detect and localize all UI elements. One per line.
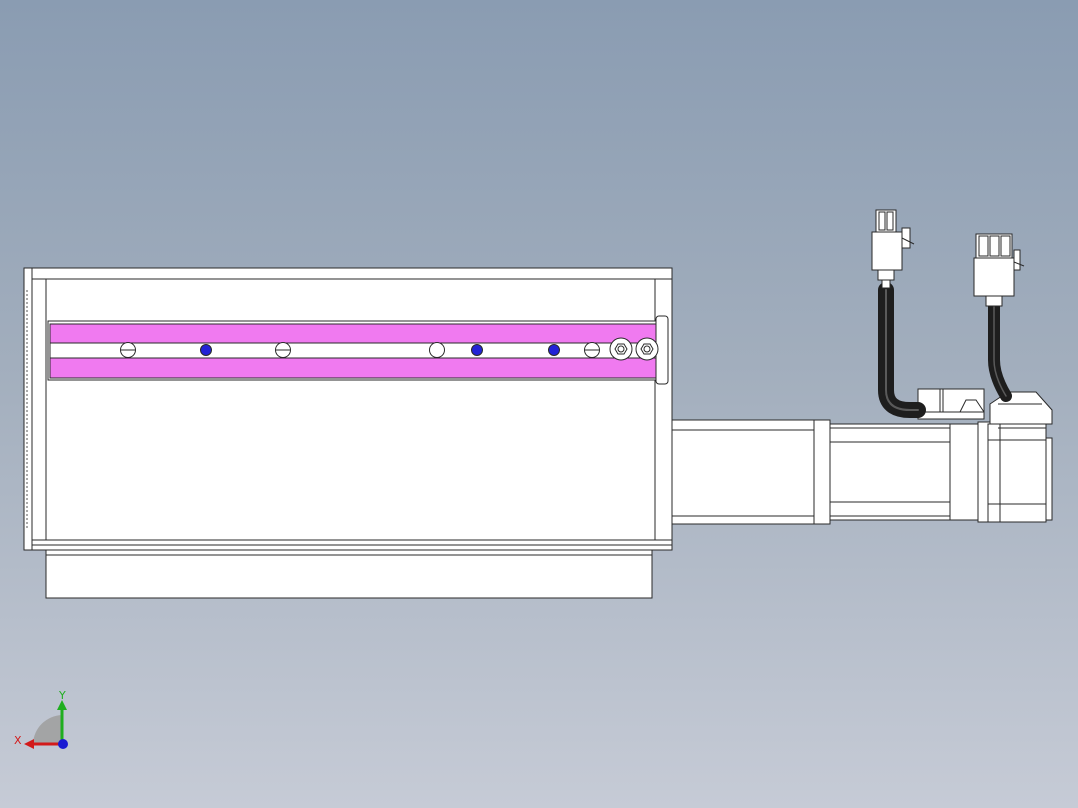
screw-row (120, 337, 659, 361)
axis-triad: Y X (14, 689, 68, 749)
screw-blue (471, 344, 483, 356)
screw-white (120, 342, 136, 358)
power-cable (878, 282, 926, 418)
hex-bolt (635, 337, 659, 361)
screw-blue (200, 344, 212, 356)
axis-x-label: X (14, 734, 22, 747)
slot-cover-bottom (49, 357, 663, 379)
cables (878, 282, 1012, 418)
power-connector (871, 209, 915, 289)
screw-white (275, 342, 291, 358)
axis-y-label: Y (58, 689, 66, 702)
axis-x-arrow (24, 739, 34, 749)
hex-bolt (609, 337, 633, 361)
servo-motor (671, 388, 1053, 525)
slot-strip (49, 342, 663, 359)
main-body (31, 267, 673, 551)
bottom-rail (45, 549, 653, 599)
axis-z-dot (58, 739, 68, 749)
encoder-connector (973, 233, 1025, 307)
screw-white (584, 342, 600, 358)
axis-y-arrow (57, 700, 67, 710)
screw-white (429, 342, 445, 358)
terminal-box-right (989, 391, 1053, 425)
coupling-housing (671, 419, 815, 525)
terminal-box-left (917, 388, 985, 420)
slot-cover-top (49, 323, 663, 344)
triad-plane (33, 715, 62, 744)
motor-flange (813, 419, 831, 525)
screw-blue (548, 344, 560, 356)
encoder-cable (988, 300, 1012, 402)
linear-actuator-body (23, 267, 673, 599)
